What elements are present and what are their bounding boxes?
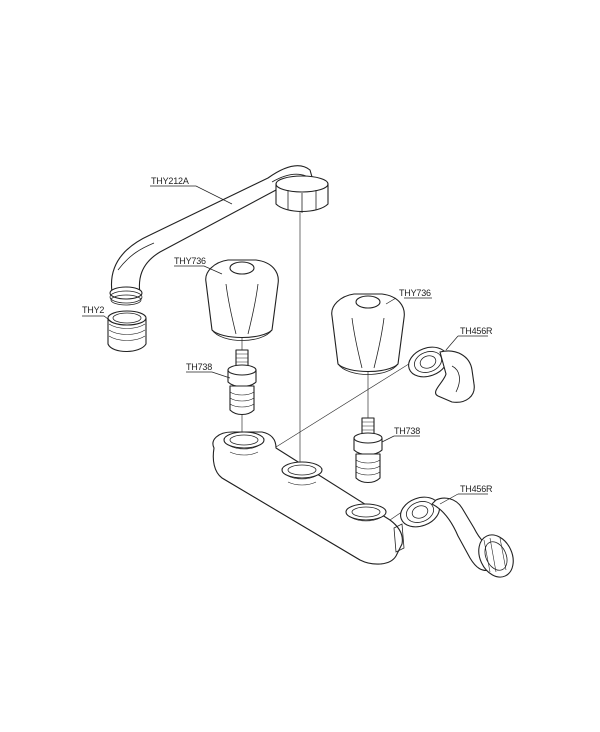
elbow-lower-part <box>400 496 514 578</box>
label-cartridge-right: TH738 <box>394 426 420 436</box>
leader-lines <box>82 185 488 505</box>
elbow-upper-part <box>408 346 475 403</box>
label-elbow-lower: TH456R <box>460 484 493 494</box>
label-elbow-upper: TH456R <box>460 326 493 336</box>
handle-left-part <box>205 259 279 341</box>
label-cartridge-left: TH738 <box>186 362 212 372</box>
cartridge-right-part <box>353 417 383 484</box>
spout-part <box>109 165 329 306</box>
part-labels: THY212A THY2 THY736 THY736 TH738 TH738 T… <box>82 176 493 494</box>
label-spout: THY212A <box>151 176 189 186</box>
cartridge-left-part <box>227 349 257 416</box>
faucet-body-part <box>212 431 405 565</box>
label-aerator: THY2 <box>82 305 104 315</box>
handle-right-part <box>331 293 405 375</box>
aerator-part <box>107 310 147 353</box>
label-handle-left: THY736 <box>174 256 206 266</box>
label-handle-right: THY736 <box>399 288 431 298</box>
